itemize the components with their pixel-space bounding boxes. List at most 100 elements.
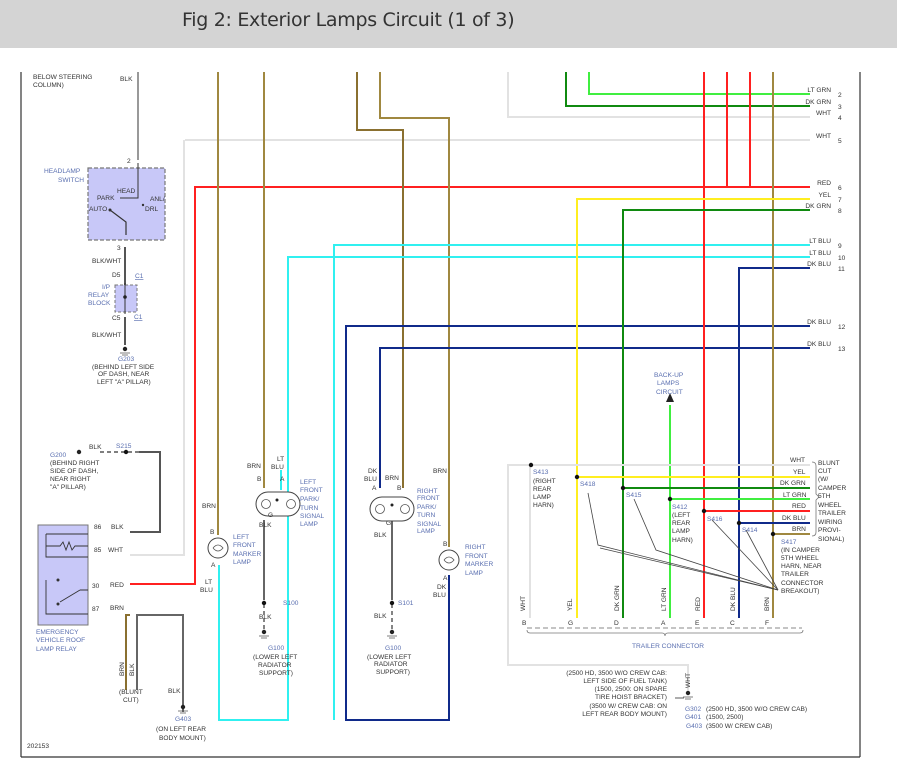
wire-red-6 <box>130 186 810 585</box>
diagram-frame <box>20 72 861 758</box>
wire-dk-blu-13 <box>379 347 810 488</box>
svg-text:WHT: WHT <box>790 457 805 464</box>
svg-text:BLK: BLK <box>374 532 387 539</box>
svg-text:RADIATOR: RADIATOR <box>258 662 292 669</box>
switch-auto: AUTO <box>89 206 107 213</box>
svg-text:LEFT: LEFT <box>300 479 316 486</box>
left-front-marker-lamp <box>207 537 229 559</box>
continuation-wire-number: 2 <box>838 92 842 99</box>
svg-text:LT GRN: LT GRN <box>783 492 807 499</box>
svg-text:(W/: (W/ <box>818 476 828 483</box>
svg-text:WHT: WHT <box>685 673 692 688</box>
conn-c1-top: C1 <box>135 273 144 280</box>
svg-text:5TH WHEEL: 5TH WHEEL <box>781 555 819 562</box>
svg-text:BRN: BRN <box>433 468 447 475</box>
svg-text:SIGNAL: SIGNAL <box>300 513 325 520</box>
wire-dk-blu-11 <box>738 267 810 618</box>
svg-text:"A" PILLAR): "A" PILLAR) <box>50 484 86 491</box>
svg-text:YEL: YEL <box>567 598 574 611</box>
svg-text:A: A <box>661 620 666 627</box>
svg-text:85: 85 <box>94 547 102 554</box>
svg-text:TIRE HOIST BRACKET): TIRE HOIST BRACKET) <box>595 694 667 701</box>
figure-title: Fig 2: Exterior Lamps Circuit (1 of 3) <box>182 9 515 31</box>
conn-c1-bottom: C1 <box>134 314 143 321</box>
svg-text:MARKER: MARKER <box>465 561 493 568</box>
svg-text:SUPPORT): SUPPORT) <box>259 670 293 677</box>
svg-text:MARKER: MARKER <box>233 551 261 558</box>
svg-text:(BEHIND LEFT SIDE: (BEHIND LEFT SIDE <box>92 364 155 371</box>
emergency-relay <box>37 524 89 626</box>
wire-brn-right-park <box>356 72 404 488</box>
svg-text:(2500 HD, 3500 W/O CREW CAB): (2500 HD, 3500 W/O CREW CAB) <box>706 706 807 713</box>
continuation-wire-color: WHT <box>816 110 831 117</box>
svg-text:(IN CAMPER: (IN CAMPER <box>781 547 820 554</box>
wire-yel-7 <box>576 198 810 618</box>
wire-dk-grn-3 <box>565 72 810 107</box>
svg-text:BLK: BLK <box>89 444 102 451</box>
svg-text:A: A <box>280 476 285 483</box>
pin-3: 3 <box>117 245 121 252</box>
g203-label: G203 <box>118 356 134 363</box>
svg-text:(1500, 2500: ON SPARE: (1500, 2500: ON SPARE <box>595 686 668 693</box>
continuation-wire-number: 10 <box>838 255 846 262</box>
svg-text:FRONT: FRONT <box>300 487 323 494</box>
svg-text:(RIGHT: (RIGHT <box>533 478 556 485</box>
svg-text:S413: S413 <box>533 469 549 476</box>
continuation-wire-color: DK GRN <box>805 99 831 106</box>
svg-text:CUT: CUT <box>818 468 832 475</box>
svg-text:(ON LEFT REAR: (ON LEFT REAR <box>156 726 206 733</box>
continuation-wire-color: DK BLU <box>807 319 831 326</box>
trailer-connector-label: TRAILER CONNECTOR <box>632 643 704 650</box>
svg-text:WHT: WHT <box>108 547 123 554</box>
relay-block-label2: RELAY <box>88 292 110 299</box>
svg-text:BLU: BLU <box>433 592 446 599</box>
svg-text:DK BLU: DK BLU <box>782 515 806 522</box>
svg-text:S416: S416 <box>707 516 723 523</box>
wire-label-blk: BLK <box>120 76 133 83</box>
svg-text:REAR: REAR <box>533 486 552 493</box>
continuation-wire-color: RED <box>817 180 831 187</box>
svg-text:BRN: BRN <box>110 605 124 612</box>
svg-text:(2500 HD, 3500 W/O CREW CAB:: (2500 HD, 3500 W/O CREW CAB: <box>566 670 667 677</box>
svg-text:TURN: TURN <box>300 505 319 512</box>
continuation-wire-color: LT BLU <box>809 250 831 257</box>
svg-text:REAR: REAR <box>672 520 691 527</box>
svg-text:FRONT: FRONT <box>465 553 488 560</box>
svg-text:WHT: WHT <box>520 596 527 611</box>
wire-wht-trailer <box>507 464 810 690</box>
svg-text:B: B <box>397 485 402 492</box>
continuation-wire-number: 13 <box>838 346 846 353</box>
svg-text:RADIATOR: RADIATOR <box>374 661 408 668</box>
svg-text:LAMPS: LAMPS <box>657 380 680 387</box>
svg-text:S412: S412 <box>672 504 688 511</box>
svg-text:87: 87 <box>92 606 100 613</box>
relay-block-label1: I/P <box>102 284 111 291</box>
svg-text:S418: S418 <box>580 481 596 488</box>
svg-text:DK GRN: DK GRN <box>614 585 621 611</box>
trailer-connector <box>526 627 804 637</box>
svg-text:G: G <box>568 620 573 627</box>
wire-blk-86 <box>130 451 161 533</box>
svg-text:S100: S100 <box>283 600 299 607</box>
svg-text:S101: S101 <box>398 600 414 607</box>
svg-text:G401: G401 <box>685 714 701 721</box>
svg-text:SUPPORT): SUPPORT) <box>376 669 410 676</box>
svg-text:OF DASH, NEAR: OF DASH, NEAR <box>98 371 150 378</box>
pin-c5: C5 <box>112 315 121 322</box>
g403-left-label: G403 <box>175 716 191 723</box>
svg-text:(1500, 2500): (1500, 2500) <box>706 714 743 721</box>
svg-text:BLK: BLK <box>168 688 181 695</box>
continuation-wire-color: DK GRN <box>805 203 831 210</box>
svg-text:SIDE OF DASH,: SIDE OF DASH, <box>50 468 99 475</box>
svg-text:S414: S414 <box>742 527 758 534</box>
svg-text:B: B <box>257 476 262 483</box>
dashed-ground-wires <box>100 451 393 630</box>
svg-text:F: F <box>765 620 769 627</box>
ip-relay-block <box>114 283 138 314</box>
relay-label: EMERGENCY <box>36 629 79 636</box>
svg-text:LT: LT <box>205 579 212 586</box>
svg-text:A: A <box>443 575 448 582</box>
svg-text:BLUNT: BLUNT <box>818 460 840 467</box>
figure-header: Fig 2: Exterior Lamps Circuit (1 of 3) <box>0 0 897 48</box>
